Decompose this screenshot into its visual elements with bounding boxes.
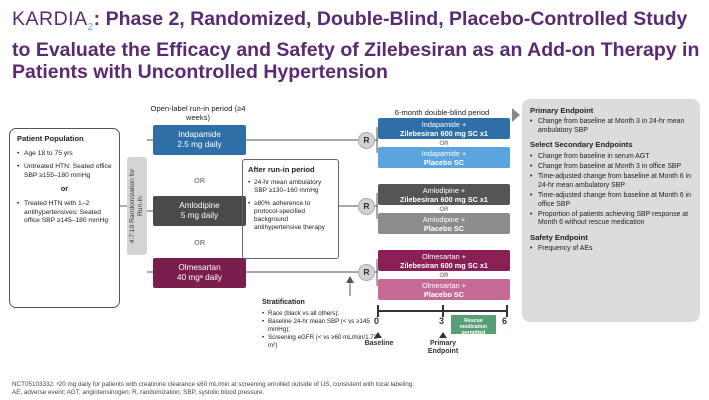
runin-or: OR — [193, 176, 206, 185]
randomization-bar — [127, 157, 147, 255]
arm-indapamide-zilebesiran: Indapamide +Zilebesiran 600 mg SC x1 — [378, 118, 510, 139]
stratification-item: Screening eGFR (< vs ≥60 mL/min/1.73 m²) — [262, 334, 380, 349]
page-title: KARDIA2: Phase 2, Randomized, Double-Bli… — [12, 8, 700, 83]
population-item: Treated HTN with 1–2 antihypertensives: … — [17, 200, 112, 226]
timeline-tick-0: 0 — [374, 316, 380, 326]
primary-endpoint-title: Primary Endpoint — [530, 106, 594, 115]
arm-amlodipine-placebo: Amlodipine +Placebo SC — [378, 213, 510, 234]
timeline-tick-3: 3 — [439, 316, 445, 326]
secondary-endpoint-title: Select Secondary Endpoints — [530, 140, 633, 150]
randomization-r-circle: R — [358, 198, 375, 215]
brand-logo: KARDIA2 — [12, 8, 94, 33]
footnote-line: AE, adverse event; AGT, angiotensinogen;… — [12, 388, 265, 396]
arm-amlodipine-zilebesiran: Amlodipine +Zilebesiran 600 mg SC x1 — [378, 184, 510, 205]
arm-or: OR — [439, 140, 449, 147]
randomization-label: 4:7:10 Randomization for Run-In — [129, 168, 144, 244]
randomization-r-circle: R — [358, 132, 375, 149]
endpoint-item: Proportion of patients achieving SBP res… — [530, 211, 692, 228]
primary-endpoint-label: Primary Endpoint — [427, 340, 459, 355]
endpoint-item: Change from baseline at Month 3 in offic… — [530, 163, 692, 172]
arm-olmesartan-zilebesiran: Olmesartan +Zilebesiran 600 mg SC x1 — [378, 250, 510, 271]
endpoint-item: Frequency of AEs — [530, 245, 692, 254]
endpoint-item: Time-adjusted change from baseline at Mo… — [530, 173, 692, 190]
footnote-line: NCT05103332. ᵃ20 mg daily for patients w… — [12, 381, 415, 388]
baseline-label: Baseline — [364, 340, 394, 347]
population-item: Age 18 to 75 yrs — [17, 150, 112, 159]
after-runin-box: After run-in period 24-hr mean ambulator… — [242, 159, 339, 259]
endpoint-item: Change from baseline in serum AGT — [530, 153, 692, 162]
population-title: Patient Population — [17, 134, 84, 143]
randomization-r-circle: R — [358, 264, 375, 281]
after-runin-item: ≥80% adherence to protocol-specified bac… — [248, 200, 333, 232]
endpoint-item: Change from baseline at Month 3 in 24-hr… — [530, 118, 692, 135]
arm-olmesartan-placebo: Olmesartan +Placebo SC — [378, 279, 510, 300]
runin-or: OR — [193, 238, 206, 247]
runin-title: Open-label run-in period (≥4 weeks) — [150, 104, 246, 122]
population-or: or — [60, 184, 69, 194]
stratification-box: Stratification Race (black vs all others… — [262, 299, 380, 351]
arm-indapamide-placebo: Indapamide +Placebo SC — [378, 147, 510, 168]
stratification-item: Baseline 24-hr mean SBP (< vs ≥145 mmHg)… — [262, 318, 380, 333]
stratification-item: Race (black vs all others); — [262, 310, 380, 318]
safety-endpoint-title: Safety Endpoint — [530, 232, 588, 242]
after-runin-item: 24-hr mean ambulatory SBP ≥130–160 mmHg — [248, 179, 333, 195]
endpoints-box: Primary Endpoint Change from baseline at… — [522, 99, 700, 322]
double-blind-title: 6-month double-blind period — [394, 108, 490, 117]
timeline-tick-6: 6 — [502, 316, 508, 326]
stratification-title: Stratification — [262, 299, 305, 306]
footnote: NCT05103332. ᵃ20 mg daily for patients w… — [12, 381, 702, 396]
after-runin-title: After run-in period — [248, 165, 315, 174]
patient-population-box: Patient Population Age 18 to 75 yrs Untr… — [9, 128, 120, 308]
arm-or: OR — [439, 206, 449, 213]
endpoint-item: Time-adjusted change from baseline at Mo… — [530, 192, 692, 209]
rescue-medication-badge: Rescue medication permitted — [451, 315, 496, 336]
population-item: Untreated HTN: Seated office SBP ≥155–18… — [17, 163, 112, 180]
arm-or: OR — [439, 272, 449, 279]
